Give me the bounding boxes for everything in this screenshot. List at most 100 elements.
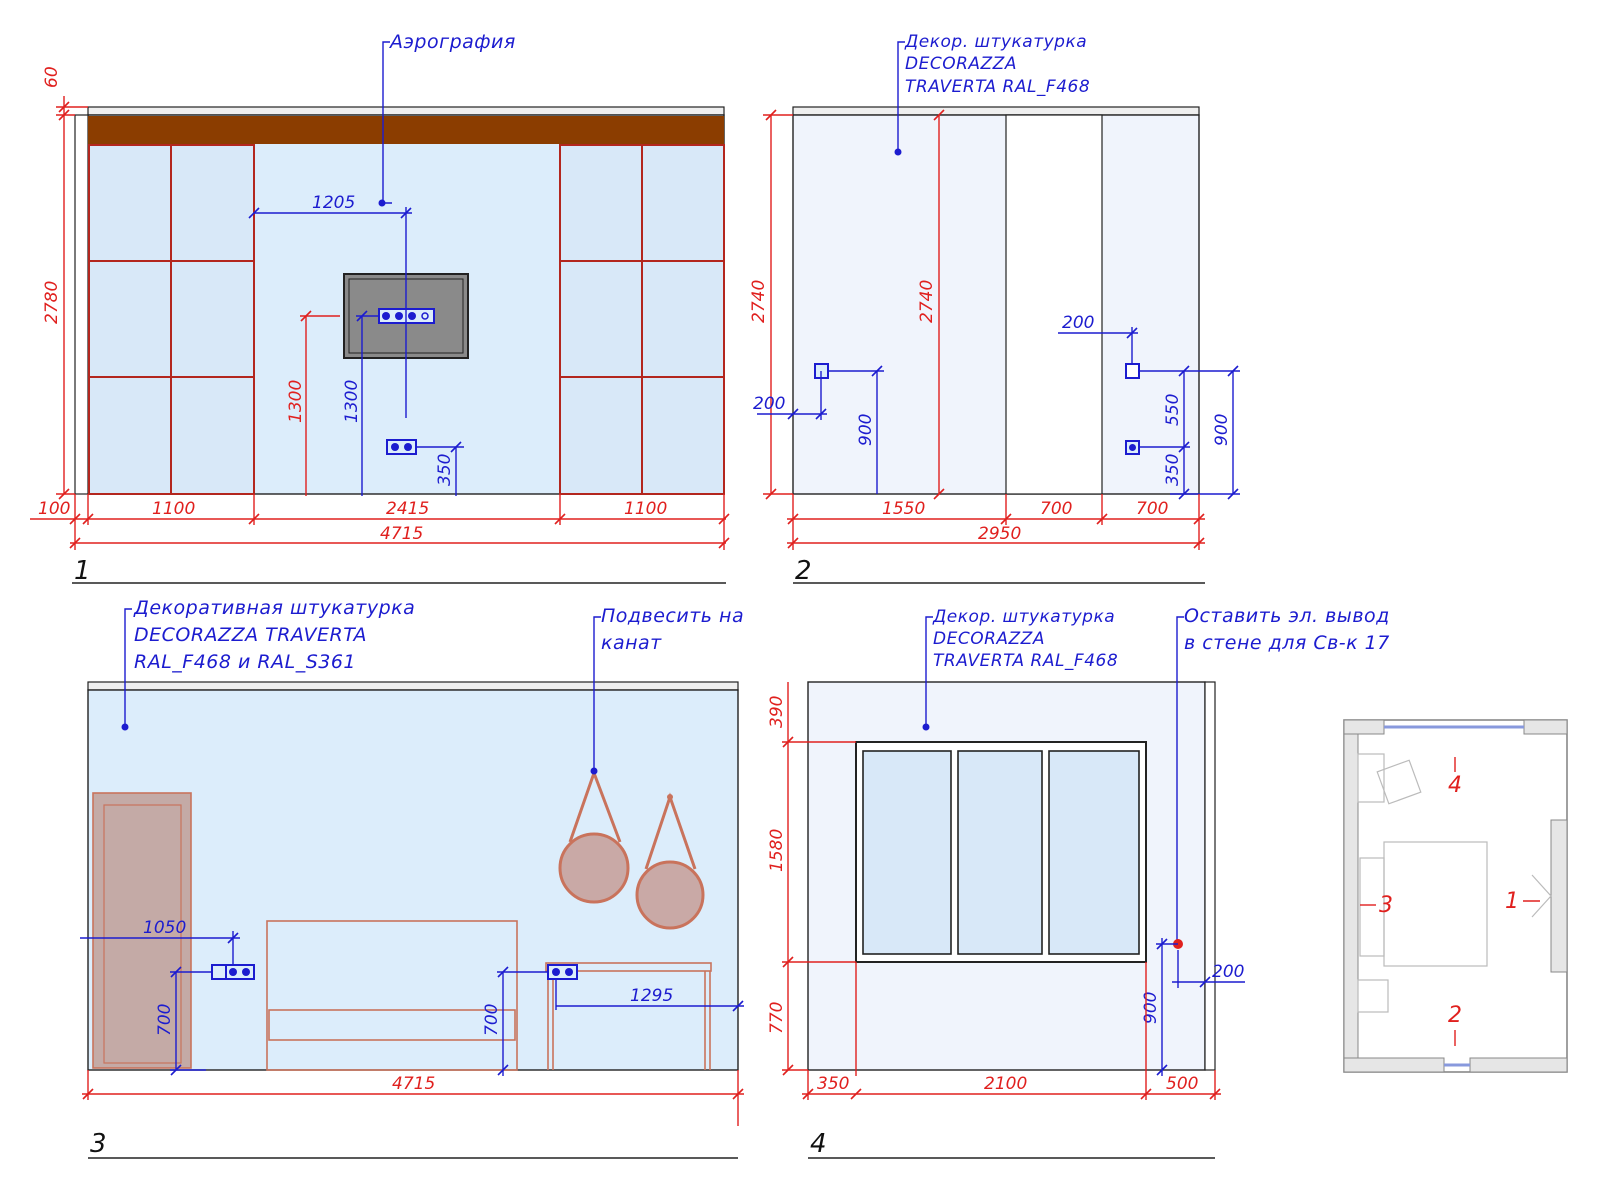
view1-offset-dim xyxy=(248,207,412,418)
view2-door-panel xyxy=(1005,114,1103,495)
view2-note-line1: Декор. штукатурка xyxy=(904,32,1087,52)
view3-bottom-dim xyxy=(82,1070,744,1126)
plan-label-2: 2 xyxy=(1448,1003,1462,1028)
view1-note: Аэрография xyxy=(388,31,516,53)
view4-bottom-dims xyxy=(802,962,1221,1100)
view1-tv-height-red-dim xyxy=(300,310,340,496)
view1-tv-height-blue-dim xyxy=(356,310,380,496)
view2-dim-s-left-w: 200 xyxy=(753,394,785,414)
view2-switch-right xyxy=(1125,363,1140,379)
view3-door xyxy=(92,792,192,1069)
view4-number: 4 xyxy=(810,1129,827,1159)
view3-number: 3 xyxy=(90,1129,107,1159)
view1-dim-total: 4715 xyxy=(380,524,423,544)
view1-dim-height: 2780 xyxy=(42,281,62,324)
view3-dim-s-left-w: 1050 xyxy=(143,918,186,938)
view1-note-leader xyxy=(378,41,392,207)
view2-dim-s-left-h: 900 xyxy=(856,414,876,446)
view3-console-table xyxy=(545,962,712,1070)
view4-note-left-line2: DECORAZZA xyxy=(933,629,1045,649)
view2-wall xyxy=(792,114,1200,495)
view3-hanging-mirror-2 xyxy=(635,792,705,930)
view-4: Декор. штукатурка DECORAZZA TRAVERTA RAL… xyxy=(767,605,1390,1159)
view3-socket-left xyxy=(211,964,255,980)
view4-right-pilaster xyxy=(1204,681,1216,1071)
view4-note-right-line1: Оставить эл. вывод xyxy=(1184,605,1390,627)
view1-wood-beam xyxy=(88,116,724,144)
view1-dim-offset: 1205 xyxy=(312,193,355,213)
view3-note-left-line3: RAL_F468 и RAL_S361 xyxy=(134,651,356,673)
view4-dim-bottom: 770 xyxy=(767,1002,787,1034)
view2-dim-h-mid: 2740 xyxy=(917,280,937,323)
view2-right-switch-dims xyxy=(1058,327,1240,500)
view4-dim-out-h: 900 xyxy=(1141,992,1161,1024)
view3-note-right-line1: Подвесить на xyxy=(601,605,744,627)
plan-label-1: 1 xyxy=(1505,889,1519,914)
view2-socket-right xyxy=(1125,440,1140,455)
view2-dim-w3: 700 xyxy=(1136,499,1168,519)
view-3: Декоративная штукатурка DECORAZZA TRAVER… xyxy=(80,597,744,1159)
view3-dim-s-right-h: 700 xyxy=(482,1004,502,1036)
view4-note-right-line2: в стене для Св-к 17 xyxy=(1184,632,1390,654)
view3-dim-s-right-w: 1295 xyxy=(630,986,673,1006)
view3-socket-right xyxy=(547,964,578,980)
view2-height-dims xyxy=(763,109,945,500)
view1-dim-tv-h-red: 1300 xyxy=(286,380,306,423)
view2-ceiling-strip xyxy=(792,106,1200,116)
view4-note-left-line1: Декор. штукатурка xyxy=(932,607,1115,627)
view4-vertical-dims xyxy=(782,682,857,1076)
view-1: Аэрография 1205 1300 1300 350 xyxy=(30,31,730,586)
view1-dim-top: 60 xyxy=(42,66,62,88)
view4-dim-out-w: 200 xyxy=(1212,962,1244,982)
plan-label-3: 3 xyxy=(1379,893,1393,918)
view4-note-left-line3: TRAVERTA RAL_F468 xyxy=(933,651,1118,671)
plan-label-4: 4 xyxy=(1448,773,1462,798)
view3-note-right-leader xyxy=(590,616,601,775)
view2-dim-h-left: 2740 xyxy=(749,280,769,323)
view2-dim-s-right-b: 350 xyxy=(1163,454,1183,486)
view4-dim-w1: 350 xyxy=(817,1074,849,1094)
view3-note-left-line1: Декоративная штукатурка xyxy=(133,597,415,619)
view1-dim-tv-h-blue: 1300 xyxy=(342,380,362,423)
view3-bed xyxy=(266,920,518,1071)
view3-dim-total: 4715 xyxy=(392,1074,435,1094)
view1-bottom-dims xyxy=(30,494,730,550)
view1-socket-height-dim xyxy=(416,441,464,496)
view1-wardrobe-left xyxy=(88,144,255,495)
view2-dim-s-right-a: 550 xyxy=(1163,394,1183,426)
view2-note-line3: TRAVERTA RAL_F468 xyxy=(905,77,1090,97)
plan-furniture xyxy=(1357,753,1552,1013)
view-2: Декор. штукатурка DECORAZZA TRAVERTA RAL… xyxy=(749,32,1240,586)
view1-ceiling-strip xyxy=(87,106,725,116)
view2-note-line2: DECORAZZA xyxy=(905,54,1017,74)
view2-dim-total: 2950 xyxy=(978,524,1021,544)
view3-note-right-line2: канат xyxy=(601,632,662,654)
view1-dim-left: 100 xyxy=(38,499,70,519)
view1-low-socket xyxy=(386,439,417,455)
view1-dim-w2: 2415 xyxy=(386,499,429,519)
view4-note-left-leader xyxy=(922,616,933,731)
view2-dim-s-right-h: 900 xyxy=(1212,414,1232,446)
view3-ceiling-strip xyxy=(87,681,739,691)
view2-bottom-dims xyxy=(787,494,1205,550)
plan-walls xyxy=(1343,719,1568,1073)
view3-socket-dims xyxy=(80,931,744,1076)
view2-number: 2 xyxy=(795,556,812,586)
view4-dim-top: 390 xyxy=(767,696,787,728)
view1-vertical-dims xyxy=(56,96,88,500)
view1-left-pilaster xyxy=(74,114,89,495)
view1-number: 1 xyxy=(74,556,91,586)
view1-dim-socket-h: 350 xyxy=(435,454,455,486)
view3-note-left-line2: DECORAZZA TRAVERTA xyxy=(134,624,367,646)
view2-note-leader xyxy=(894,41,905,156)
view4-dim-w3: 500 xyxy=(1166,1074,1198,1094)
view1-dim-w1: 1100 xyxy=(152,499,195,519)
view4-window xyxy=(855,741,1147,963)
view2-dim-w2: 700 xyxy=(1040,499,1072,519)
view4-dim-w2: 2100 xyxy=(984,1074,1027,1094)
view4-outlet-dims xyxy=(1156,938,1245,1076)
view4-dim-win-h: 1580 xyxy=(767,829,787,872)
view4-note-right-leader xyxy=(1176,616,1184,944)
view2-left-switch-dims xyxy=(757,365,884,494)
